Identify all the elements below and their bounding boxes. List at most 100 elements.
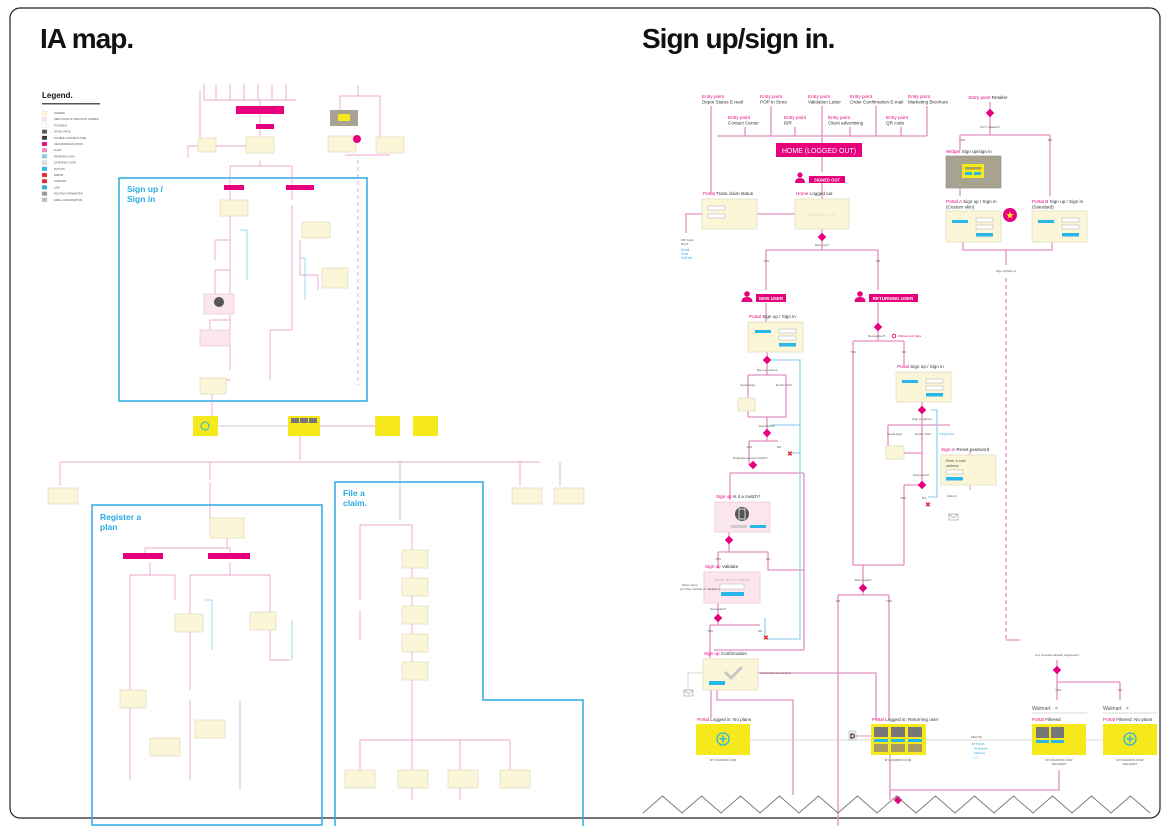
product-tile — [891, 727, 905, 737]
decision-diamond — [762, 428, 772, 438]
decision-diamond — [724, 535, 734, 545]
continuation-zigzag — [642, 795, 1151, 814]
legend-item: LINK — [54, 185, 60, 189]
legend-swatch — [41, 154, 48, 159]
field — [975, 217, 994, 223]
decision-diamond — [893, 795, 903, 805]
section-claim-box — [334, 481, 584, 826]
legend-swatch — [41, 197, 48, 202]
product-tile — [908, 744, 922, 752]
legend-swatch — [41, 148, 48, 153]
button — [874, 739, 888, 742]
forgot-pwd-link[interactable]: Forgot Pwd — [939, 432, 955, 436]
button — [946, 477, 963, 481]
decision-diamond — [1052, 665, 1062, 675]
mini-screen — [344, 769, 376, 789]
mini-validate — [199, 329, 231, 347]
yes-label: YES — [959, 138, 965, 142]
button — [709, 681, 725, 685]
legend-item: SUPPORT — [54, 179, 67, 183]
button — [1036, 740, 1049, 743]
without-label: Without a M days — [898, 334, 922, 338]
email-pwd-label: Email / Pwd — [776, 383, 792, 387]
no-label: NO — [758, 629, 763, 633]
button — [908, 739, 922, 742]
button — [976, 233, 993, 237]
plan-needs-label: Plan needs? — [855, 578, 872, 582]
filter-option[interactable]: - Walmart — [972, 751, 985, 755]
no-label: NO — [777, 445, 782, 449]
email-link[interactable]: Email — [681, 248, 690, 252]
timer-icon — [891, 333, 897, 339]
legend-item: DOUBLE CONFIRM LATER — [54, 136, 87, 140]
returning-user-label: RETURNING USER — [873, 296, 914, 301]
mini-screen — [401, 661, 429, 681]
match-label: Sign up Is it a match? — [716, 494, 761, 499]
legend-item: DECISION/NAVIGATION — [54, 142, 83, 146]
legend-rule — [42, 103, 100, 105]
button — [891, 739, 905, 742]
new-user-label: NEW USER — [759, 296, 784, 301]
no-plans-url: MY.ASURION.COM — [710, 758, 737, 762]
product-tile — [891, 744, 905, 752]
decision-diamond — [762, 355, 772, 365]
field — [778, 328, 797, 334]
home-logged-out-label: HOME (LOGGED OUT) — [782, 148, 856, 155]
yes-label: YES — [886, 599, 892, 603]
yes-label: YES — [850, 350, 856, 354]
yes-label: YES — [1055, 688, 1061, 692]
mini-screen — [401, 549, 429, 569]
mini-screen — [47, 487, 79, 505]
legend-item: INITIAL PAGE — [54, 130, 71, 134]
validate-prompt: where did you buy it? — [714, 578, 750, 582]
filter-option[interactable]: - [...] — [972, 756, 978, 760]
user-icon — [854, 291, 866, 302]
button — [965, 172, 972, 175]
mini-screen — [197, 137, 217, 153]
social-login-label: Social login — [740, 383, 756, 387]
button — [731, 525, 747, 528]
yes-label: YES — [746, 445, 752, 449]
mini-home-logged-out — [236, 106, 284, 114]
star-badge-icon: ★ — [1003, 208, 1017, 222]
filter-options-label: OPTIONS — [971, 742, 985, 746]
decision-diamond — [748, 460, 758, 470]
filtered-no-plans-label: Portal Filtered: No plans — [1103, 717, 1153, 722]
mini-screen — [499, 769, 531, 789]
no-label: NO — [902, 350, 907, 354]
legend-swatch — [41, 179, 48, 184]
mini-screen — [245, 136, 275, 154]
button — [755, 330, 771, 333]
legend-swatch — [41, 166, 48, 171]
filtered-label: Portal Filtered — [1032, 717, 1061, 722]
product-tile — [1036, 727, 1049, 738]
mini-returning-user — [286, 185, 314, 190]
call-me-link[interactable]: Call me — [681, 256, 692, 260]
button — [926, 393, 943, 397]
button — [974, 172, 981, 175]
signed-out-label: SIGNED OUT — [814, 178, 840, 183]
field — [925, 378, 944, 384]
mini-no-plans — [193, 416, 218, 436]
field — [707, 205, 726, 211]
mini-screen — [321, 267, 349, 289]
confirm-screen — [702, 658, 759, 691]
error-x-icon: ✖ — [763, 634, 769, 642]
decision-diamond — [873, 322, 883, 332]
field — [945, 469, 964, 475]
signed-out-tag — [809, 176, 845, 183]
button — [1051, 740, 1064, 743]
mini-screen — [553, 487, 585, 505]
social-login-box — [737, 397, 756, 412]
filtered-url: WALMART — [1052, 762, 1067, 766]
error-x-icon: ✖ — [787, 450, 793, 458]
mini-screen — [149, 737, 181, 757]
mini-tag — [208, 553, 250, 559]
chat-link[interactable]: Chat — [681, 252, 688, 256]
filter-option[interactable]: - All Brands — [972, 747, 988, 751]
signin-options-label: Sign in options — [912, 417, 932, 421]
